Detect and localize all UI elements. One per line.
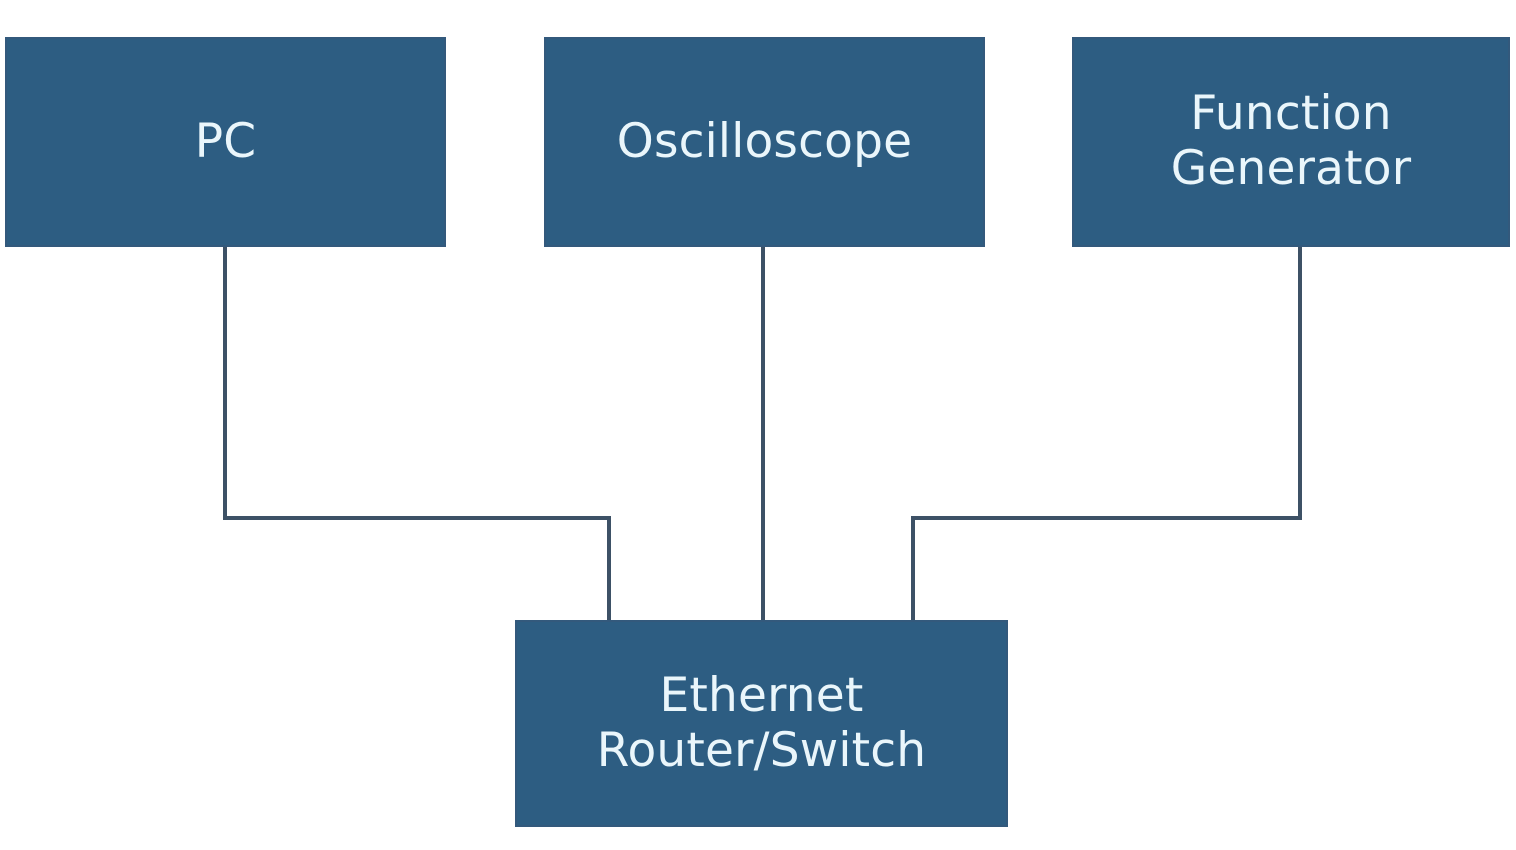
- node-ethernet-router-switch[interactable]: Ethernet Router/Switch: [515, 620, 1008, 827]
- connector-function-generator-to-router: [911, 247, 1302, 622]
- node-pc[interactable]: PC: [5, 37, 446, 247]
- connector-pc-to-router: [223, 247, 611, 622]
- node-oscilloscope-label: Oscilloscope: [616, 113, 913, 169]
- node-pc-label: PC: [194, 113, 257, 169]
- node-ethernet-router-switch-label: Ethernet Router/Switch: [596, 667, 927, 778]
- node-function-generator[interactable]: Function Generator: [1072, 37, 1510, 247]
- node-oscilloscope[interactable]: Oscilloscope: [544, 37, 985, 247]
- node-function-generator-label: Function Generator: [1170, 86, 1412, 196]
